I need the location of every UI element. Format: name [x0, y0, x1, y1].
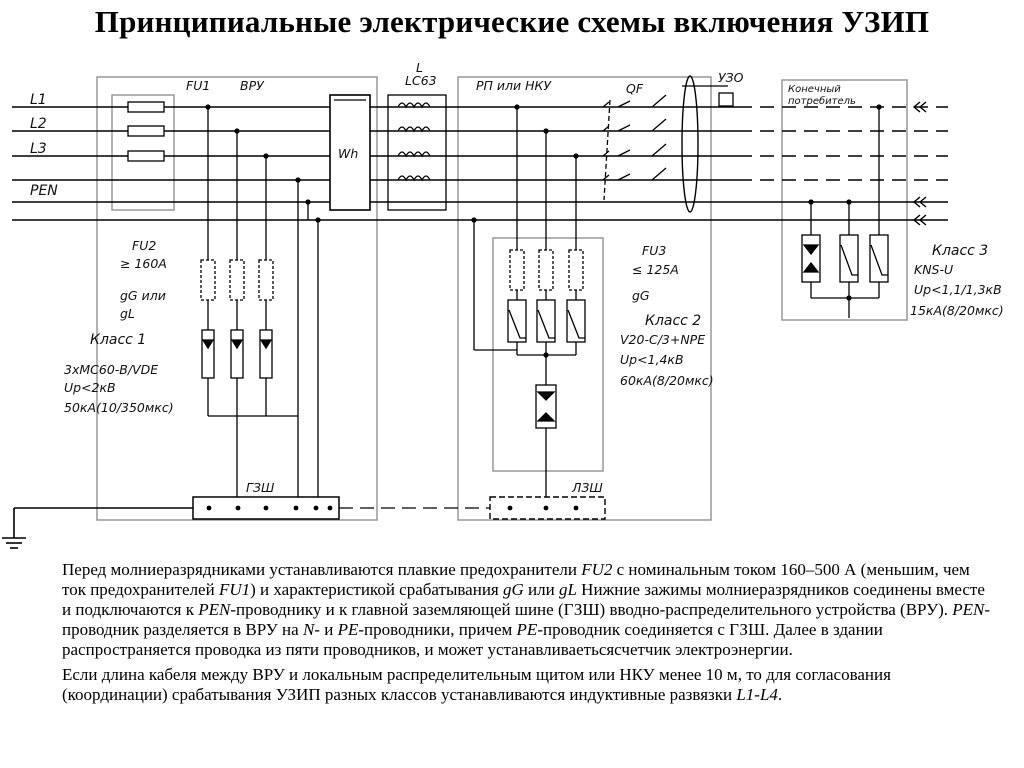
caption-text-run: PE — [337, 620, 359, 639]
label-class1-current: 50кА(10/350мкс) — [64, 400, 174, 415]
fu3-fuse-icons — [509, 249, 584, 291]
caption-paragraph-1: Перед молниеразрядниками устанавливаются… — [62, 560, 992, 660]
label-class3-up: Up<1,1/1,3кВ — [914, 282, 1002, 297]
label-fu2-type-1: gG или — [120, 288, 166, 303]
caption-text-run: Нижние зажимы молниеразрядников соединен… — [62, 580, 985, 619]
label-class2-model: V20-C/3+NPE — [620, 332, 705, 347]
label-fu1: FU1 — [186, 78, 210, 93]
caption-text-run: -проводник разделяется в ВРУ на — [62, 600, 991, 639]
caption-text-run: PEN — [952, 600, 985, 619]
class2-varistor-icons — [507, 299, 586, 343]
class1-arrester-icons — [201, 329, 273, 379]
caption-text-run: или — [523, 580, 559, 599]
label-fu3-rating: ≤ 125А — [632, 262, 679, 277]
fu1-fuse-icons — [127, 101, 165, 162]
label-class3-model: KNS-U — [914, 262, 953, 277]
label-class3-current: 15кА(8/20мкс) — [910, 303, 1004, 318]
label-l1: L1 — [30, 92, 47, 108]
label-fu2: FU2 — [132, 238, 156, 253]
connector-icons — [912, 101, 927, 226]
label-fu3: FU3 — [642, 243, 666, 258]
label-class2-current: 60кА(8/20мкс) — [620, 373, 714, 388]
surge-protection-schematic: L1 L2 L3 PEN FU1 ВРУ L LC63 РП или НКУ Q… — [2, 60, 1004, 549]
vru-cabinet — [96, 76, 378, 521]
consumer-box — [781, 79, 908, 321]
class2-spark-gap-icon — [535, 384, 557, 429]
meter-icon — [329, 94, 371, 211]
caption-text-run: PE — [516, 620, 538, 639]
label-class2: Класс 2 — [645, 313, 701, 329]
label-class1-model: 3хMC60-B/VDE — [64, 362, 158, 377]
caption-text-run: -проводнику и к главной заземляющей шине… — [230, 600, 953, 619]
label-qf: QF — [626, 81, 644, 96]
caption-text-run: FU1 — [218, 580, 251, 599]
caption-text-run: N — [302, 620, 315, 639]
class2-box — [492, 237, 604, 472]
ground-icon — [2, 507, 193, 549]
caption-paragraph-2: Если длина кабеля между ВРУ и локальным … — [62, 665, 992, 705]
slide-title: Принципиальные электрические схемы включ… — [94, 4, 930, 39]
fuse-box-fu1 — [111, 94, 175, 211]
label-inductor-l: L — [416, 60, 423, 75]
bus-lines — [12, 106, 948, 221]
label-consumer-2: потребитель — [788, 95, 856, 107]
label-fu2-type-2: gL — [120, 306, 135, 321]
label-pen: PEN — [30, 183, 58, 199]
label-meter: Wh — [338, 146, 358, 161]
caption-text-run: L1-L4 — [736, 685, 778, 704]
label-uzo: УЗО — [718, 70, 744, 85]
caption-text-run: FU2 — [581, 560, 613, 579]
label-inductor-type: LC63 — [405, 73, 437, 88]
caption-text-run: gL — [558, 580, 577, 599]
caption-text-run: . — [777, 685, 783, 704]
caption-text-run: с номинальным током 160–500 А (меньшим, … — [62, 560, 970, 599]
caption-text-run: - и — [314, 620, 338, 639]
caption-text-run: Перед молниеразрядниками устанавливаются… — [62, 560, 582, 579]
label-class1: Класс 1 — [90, 332, 146, 348]
label-lzsh: ЛЗШ — [571, 480, 603, 495]
inductor-icons — [397, 102, 431, 182]
caption-text-run: -проводник соединяется с ГЗШ. Далее в зд… — [62, 620, 883, 659]
label-fu3-type: gG — [632, 288, 650, 303]
label-class1-up: Up<2кВ — [64, 380, 116, 395]
class3-element-icons — [801, 234, 889, 283]
qf-breaker-icons — [602, 94, 667, 201]
caption-text-run: -проводники, причем — [358, 620, 517, 639]
label-class3: Класс 3 — [932, 243, 988, 259]
caption-text-run: PEN — [198, 600, 231, 619]
label-l3: L3 — [30, 141, 47, 157]
label-consumer-1: Конечный — [788, 84, 841, 95]
label-class2-up: Up<1,4кВ — [620, 352, 684, 367]
label-gzsh: ГЗШ — [246, 480, 275, 495]
caption-text-run: Если длина кабеля между ВРУ и локальным … — [62, 665, 891, 704]
caption-text-run: gG — [502, 580, 524, 599]
caption-text-run: ) и характеристикой срабатывания — [250, 580, 503, 599]
label-vru: ВРУ — [240, 78, 265, 93]
caption: Перед молниеразрядниками устанавливаются… — [62, 560, 992, 710]
rp-cabinet — [457, 76, 712, 521]
label-fu2-rating: ≥ 160А — [120, 256, 167, 271]
fu2-fuse-icons — [200, 259, 274, 301]
label-l2: L2 — [30, 116, 47, 132]
label-rp: РП или НКУ — [476, 78, 552, 93]
uzo-core-icon — [681, 75, 699, 213]
